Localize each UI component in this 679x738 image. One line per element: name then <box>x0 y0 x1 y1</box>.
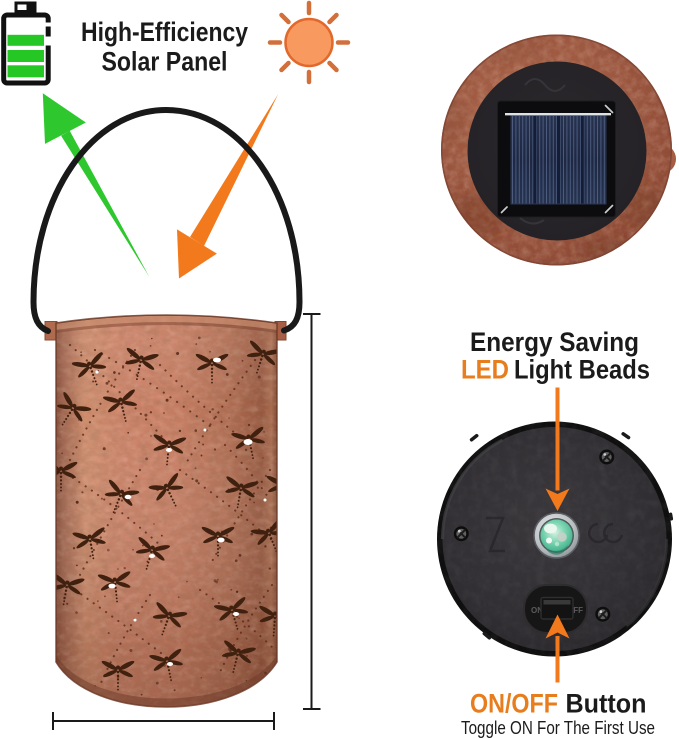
svg-text:OFF: OFF <box>567 606 583 615</box>
svg-text:Button: Button <box>566 688 647 718</box>
svg-text:LED: LED <box>461 355 509 385</box>
svg-text:High-Efficiency: High-Efficiency <box>81 17 248 47</box>
svg-text:Light Beads: Light Beads <box>514 355 650 385</box>
svg-text:Toggle ON For The First Use: Toggle ON For The First Use <box>461 717 655 738</box>
svg-text:Solar Panel: Solar Panel <box>102 47 228 77</box>
svg-text:ON: ON <box>531 606 543 615</box>
svg-text:Energy Saving: Energy Saving <box>470 327 639 357</box>
svg-text:ON/OFF: ON/OFF <box>470 688 558 718</box>
